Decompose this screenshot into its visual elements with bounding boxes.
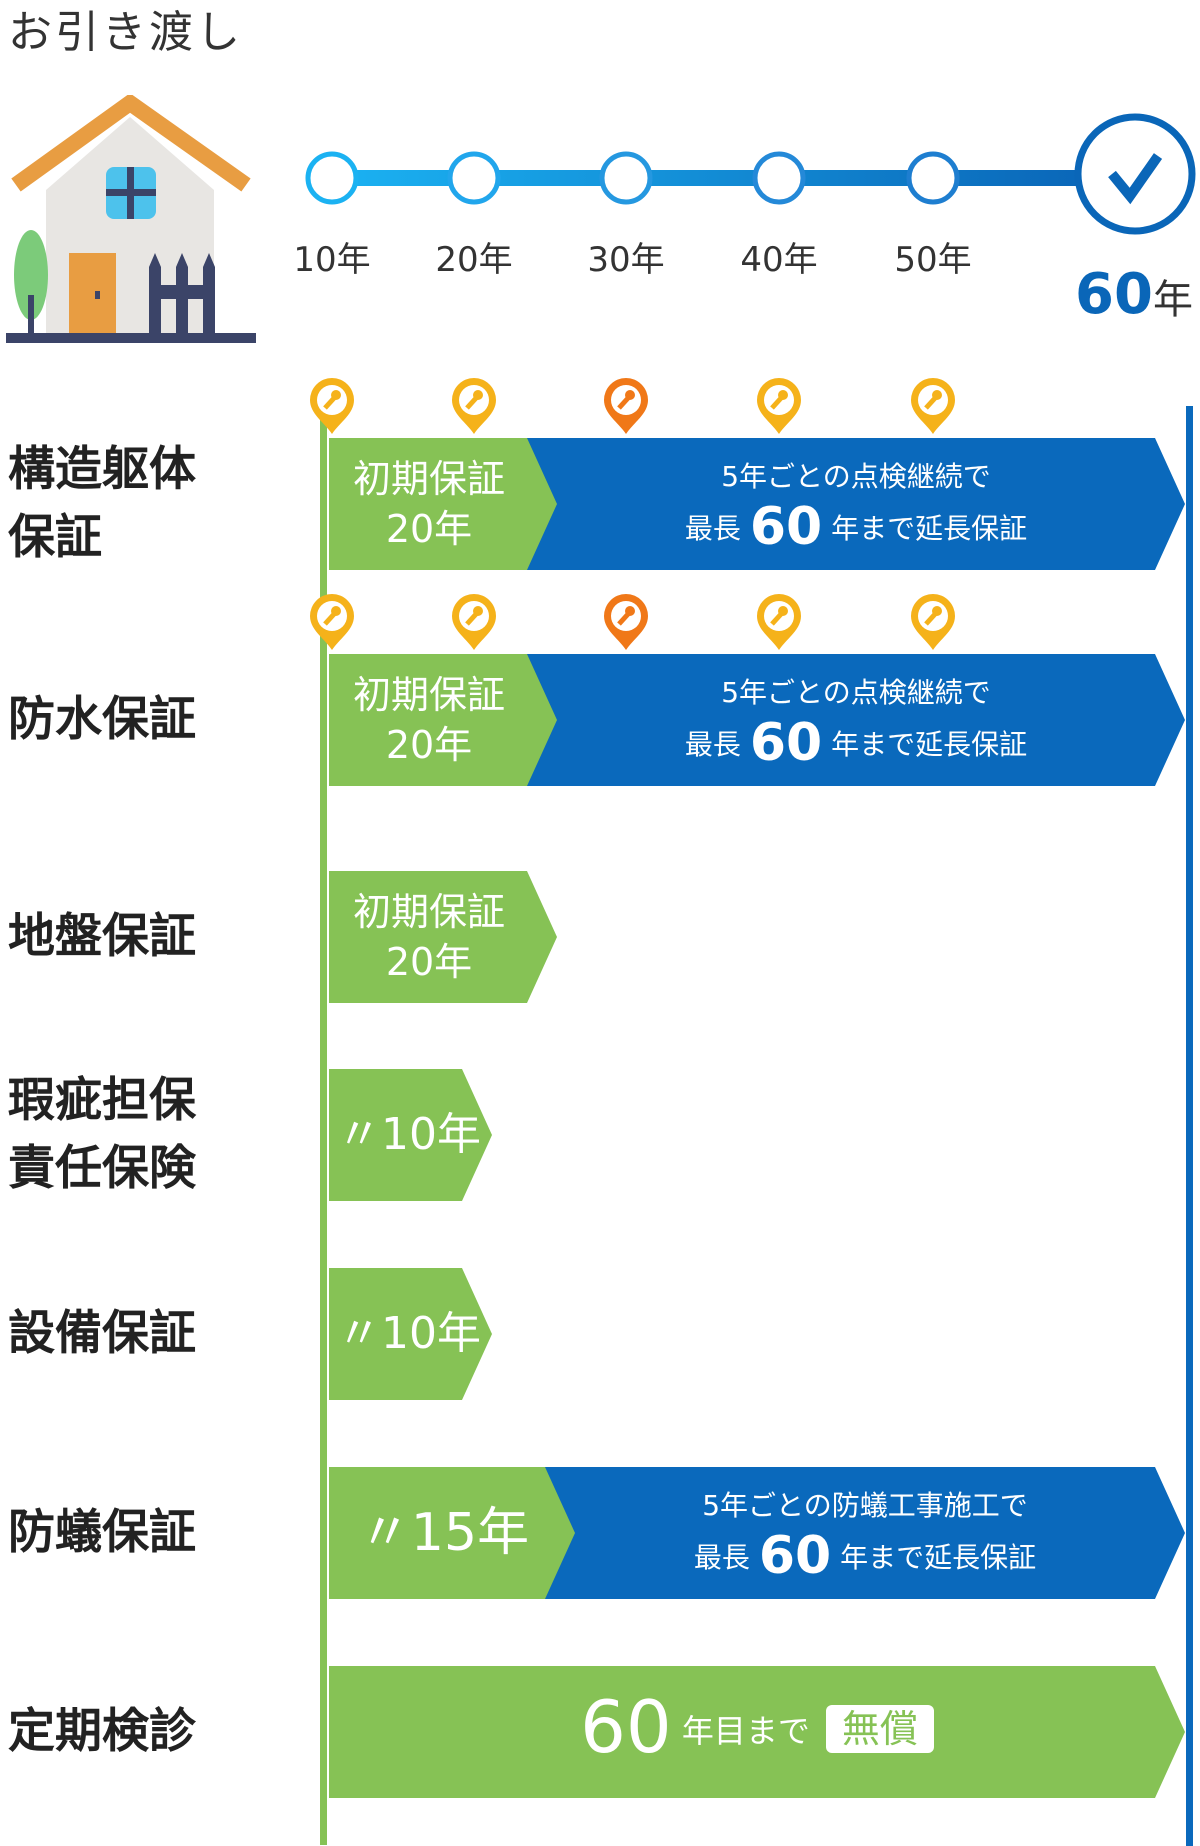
year-label: 30年 bbox=[587, 240, 665, 280]
milestone-20 bbox=[447, 151, 501, 205]
wrench-pin-icon bbox=[604, 378, 648, 434]
extended-warranty-text: 5年ごとの点検継続で最長 60 年まで延長保証 bbox=[684, 676, 1028, 773]
extended-warranty-text: 5年ごとの点検継続で最長 60 年まで延長保証 bbox=[684, 460, 1028, 557]
extended-bar bbox=[527, 438, 1185, 570]
initial-bar bbox=[329, 438, 557, 570]
milestone-10 bbox=[305, 151, 359, 205]
wrench-pin-icon bbox=[911, 378, 955, 434]
row-label: 地盤保証 bbox=[8, 909, 196, 964]
extended-bar bbox=[545, 1467, 1185, 1599]
wrench-pin-icon bbox=[757, 594, 801, 650]
wrench-pin-icon bbox=[452, 594, 496, 650]
page-title: お引き渡し bbox=[8, 7, 243, 58]
year-label: 20年 bbox=[435, 240, 513, 280]
row-label: 瑕疵担保責任保険 bbox=[8, 1073, 196, 1196]
year-label: 10年 bbox=[293, 240, 371, 280]
year-label: 50年 bbox=[894, 240, 972, 280]
row-label: 定期検診 bbox=[8, 1704, 196, 1759]
initial-bar bbox=[329, 1069, 492, 1201]
house-icon bbox=[6, 95, 256, 343]
extended-warranty-text: 5年ごとの防蟻工事施工で最長 60 年まで延長保証 bbox=[693, 1489, 1037, 1586]
wrench-pin-icon bbox=[310, 378, 354, 434]
initial-bar bbox=[329, 654, 557, 786]
row-label: 設備保証 bbox=[8, 1306, 196, 1361]
final-year-label: 60年 bbox=[1075, 262, 1193, 327]
start-line bbox=[320, 415, 327, 1845]
warranty-years-text: 〃10年 bbox=[337, 1308, 481, 1359]
row-label: 構造躯体保証 bbox=[8, 442, 196, 565]
row-label: 防蟻保証 bbox=[8, 1505, 196, 1560]
milestone-60-check-icon bbox=[1074, 113, 1196, 235]
initial-bar bbox=[329, 1268, 492, 1400]
initial-bar bbox=[329, 871, 557, 1003]
initial-bar bbox=[329, 1467, 575, 1599]
wrench-pin-icon bbox=[310, 594, 354, 650]
timeline-track bbox=[305, 113, 1196, 235]
milestone-50 bbox=[906, 151, 960, 205]
wrench-pin-icon bbox=[604, 594, 648, 650]
row-label: 防水保証 bbox=[8, 692, 196, 747]
end-line bbox=[1186, 406, 1193, 1846]
checkup-text: 60 年目まで無償 bbox=[329, 1691, 1185, 1763]
free-badge: 無償 bbox=[825, 1705, 934, 1753]
milestone-40 bbox=[752, 151, 806, 205]
warranty-years-text: 〃10年 bbox=[337, 1109, 481, 1160]
extended-bar bbox=[527, 654, 1185, 786]
wrench-pin-icon bbox=[452, 378, 496, 434]
checkup-bar bbox=[329, 1666, 1185, 1798]
warranty-years-text: 〃15年 bbox=[358, 1503, 530, 1563]
year-label: 40年 bbox=[740, 240, 818, 280]
wrench-pin-icon bbox=[757, 378, 801, 434]
wrench-pin-icon bbox=[911, 594, 955, 650]
milestone-30 bbox=[599, 151, 653, 205]
